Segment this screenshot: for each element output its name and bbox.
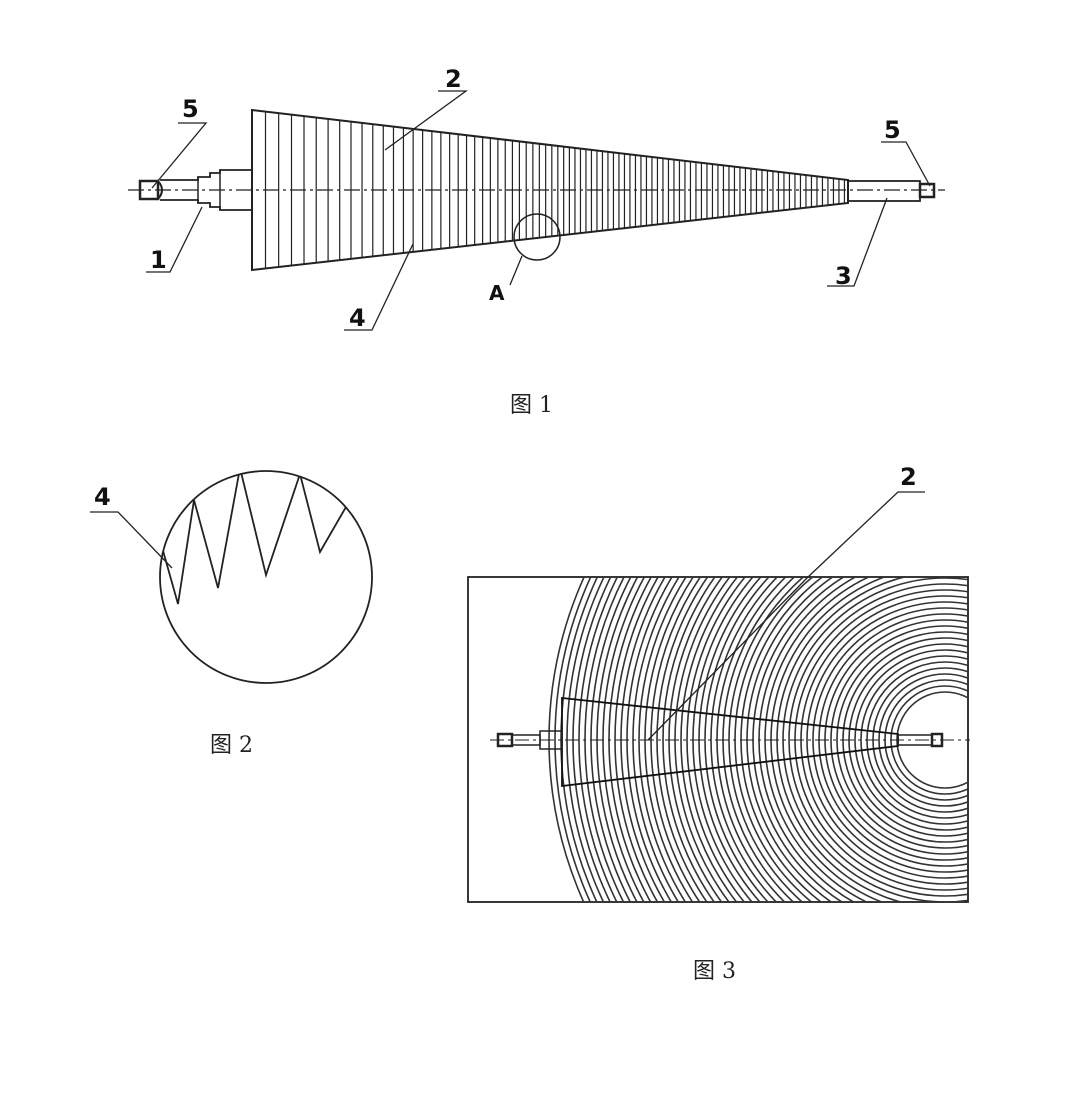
- figure-3: 2 图 3: [467, 463, 970, 984]
- ring-arc: [788, 583, 968, 897]
- ring-arc: [554, 577, 592, 902]
- label-part-1: 1: [150, 246, 167, 274]
- leader-line: [90, 511, 173, 569]
- ring-arc: [812, 607, 968, 873]
- ring-arc: [638, 577, 687, 902]
- ring-arc: [704, 577, 771, 902]
- figure-3-caption: 图 3: [693, 959, 736, 984]
- ring-arc: [662, 577, 716, 902]
- ring-arc: [572, 577, 612, 902]
- concentric-rings: [548, 577, 968, 902]
- detail-circle-a: [513, 213, 561, 261]
- ring-arc: [830, 625, 968, 855]
- ring-arc: [854, 649, 968, 831]
- label-detail-a: A: [489, 281, 505, 305]
- label-part-5-left: 5: [182, 95, 199, 123]
- figure-3-shafts: [490, 730, 970, 750]
- ring-arc: [680, 577, 739, 902]
- figure-2-caption: 图 2: [210, 733, 253, 758]
- leader-lines: [146, 90, 931, 331]
- mini-cone-outline: [561, 696, 899, 788]
- figure-2: 4 图 2: [90, 470, 373, 758]
- label-part-2: 2: [445, 65, 462, 93]
- left-shaft: [160, 169, 252, 211]
- label-part-3: 3: [835, 262, 852, 290]
- sawtooth-profile: [160, 471, 351, 605]
- ring-arc: [584, 577, 625, 902]
- ring-arc: [836, 631, 968, 849]
- label-part-5-right: 5: [884, 116, 901, 144]
- left-end-cap: [138, 179, 163, 201]
- ring-arc: [686, 577, 747, 902]
- leader-line-inner: [647, 576, 809, 741]
- ring-arc: [656, 577, 709, 902]
- leader-line-top: [807, 491, 925, 578]
- ring-arc: [806, 601, 968, 879]
- figure-1: 5 2 5 1 A 4 3 图 1: [128, 65, 945, 418]
- figure-1-caption: 图 1: [510, 393, 553, 418]
- conical-roller-overlay: [561, 696, 899, 788]
- detail-circle: [159, 470, 373, 684]
- label-part-4-detail: 4: [94, 483, 111, 511]
- label-part-2-fig3: 2: [900, 463, 917, 491]
- label-part-4: 4: [349, 304, 366, 332]
- right-shaft: [847, 180, 936, 202]
